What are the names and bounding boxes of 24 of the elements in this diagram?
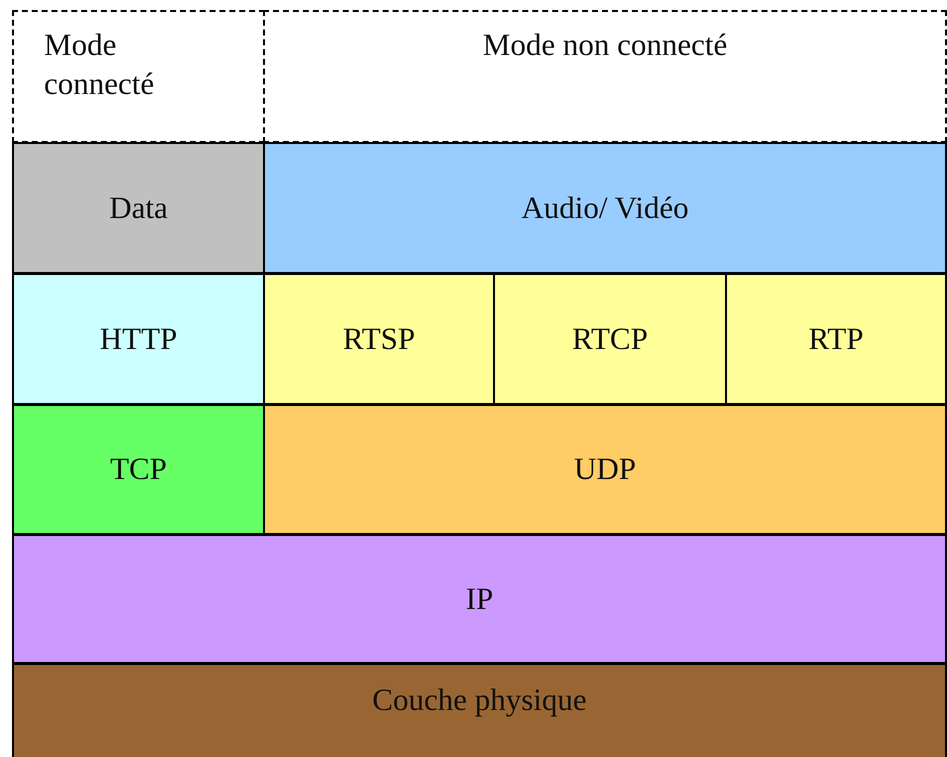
layer-label: Couche physique — [372, 681, 587, 719]
layer-label: RTSP — [342, 320, 416, 358]
layer-box — [12, 142, 265, 274]
protocol-box — [493, 273, 727, 405]
layer-label: UDP — [574, 450, 636, 488]
mode-cell — [263, 10, 947, 143]
protocol-box — [263, 273, 495, 405]
layer-box — [263, 142, 947, 274]
protocol-box — [12, 404, 265, 535]
protocol-box — [12, 273, 265, 405]
layer-label: HTTP — [100, 320, 178, 358]
protocol-box — [263, 404, 947, 535]
layer-label: Mode non connecté — [482, 26, 728, 64]
layer-label: RTCP — [572, 320, 648, 358]
layer-box — [12, 663, 947, 757]
mode-cell — [12, 10, 265, 143]
protocol-box — [725, 273, 947, 405]
layer-label: TCP — [110, 450, 167, 488]
layer-label: Mode connecté — [44, 26, 156, 103]
layer-label: RTP — [808, 320, 864, 358]
protocol-box — [12, 534, 947, 664]
layer-label: Data — [109, 188, 168, 227]
layer-label: Audio/ Vidéo — [521, 188, 689, 227]
layer-label: IP — [466, 580, 494, 618]
